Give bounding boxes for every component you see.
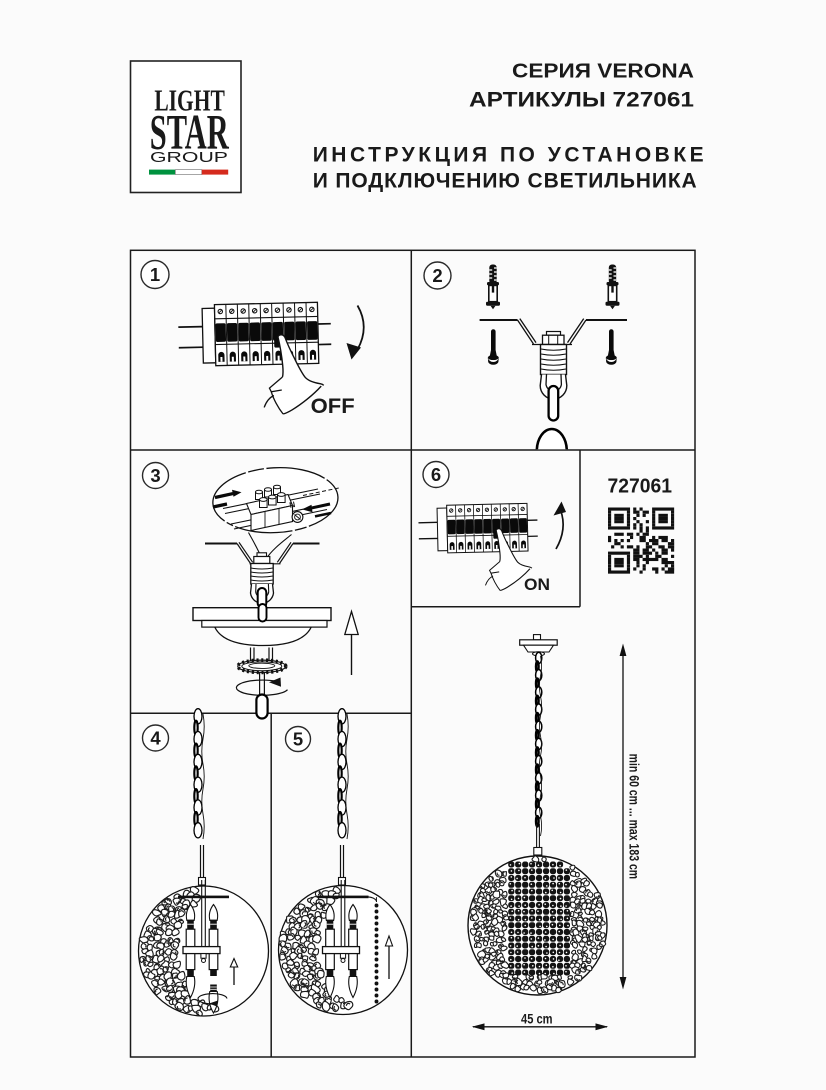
svg-text:LIGHT: LIGHT bbox=[154, 83, 225, 118]
svg-text:1: 1 bbox=[150, 264, 160, 285]
svg-text:СЕРИЯ VERONA: СЕРИЯ VERONA bbox=[512, 60, 694, 83]
svg-text:45 cm: 45 cm bbox=[521, 1012, 553, 1027]
svg-text:5: 5 bbox=[293, 729, 303, 750]
svg-text:ИНСТРУКЦИЯ ПО УСТАНОВКЕ: ИНСТРУКЦИЯ ПО УСТАНОВКЕ bbox=[313, 143, 704, 166]
svg-text:OFF: OFF bbox=[311, 395, 355, 418]
svg-text:6: 6 bbox=[431, 464, 441, 485]
svg-text:АРТИКУЛЫ 727061: АРТИКУЛЫ 727061 bbox=[469, 88, 694, 112]
svg-text:STAR: STAR bbox=[150, 103, 230, 159]
svg-text:727061: 727061 bbox=[608, 475, 673, 498]
svg-text:ON: ON bbox=[524, 576, 550, 594]
svg-text:И ПОДКЛЮЧЕНИЮ СВЕТИЛЬНИКА: И ПОДКЛЮЧЕНИЮ СВЕТИЛЬНИКА bbox=[313, 169, 697, 192]
svg-text:4: 4 bbox=[150, 728, 161, 749]
svg-text:3: 3 bbox=[150, 465, 160, 486]
svg-text:2: 2 bbox=[432, 265, 442, 286]
svg-text:min 60 cm ... max 183 cm: min 60 cm ... max 183 cm bbox=[627, 754, 642, 880]
svg-text:N: N bbox=[289, 500, 297, 510]
svg-text:GROUP: GROUP bbox=[150, 150, 228, 166]
